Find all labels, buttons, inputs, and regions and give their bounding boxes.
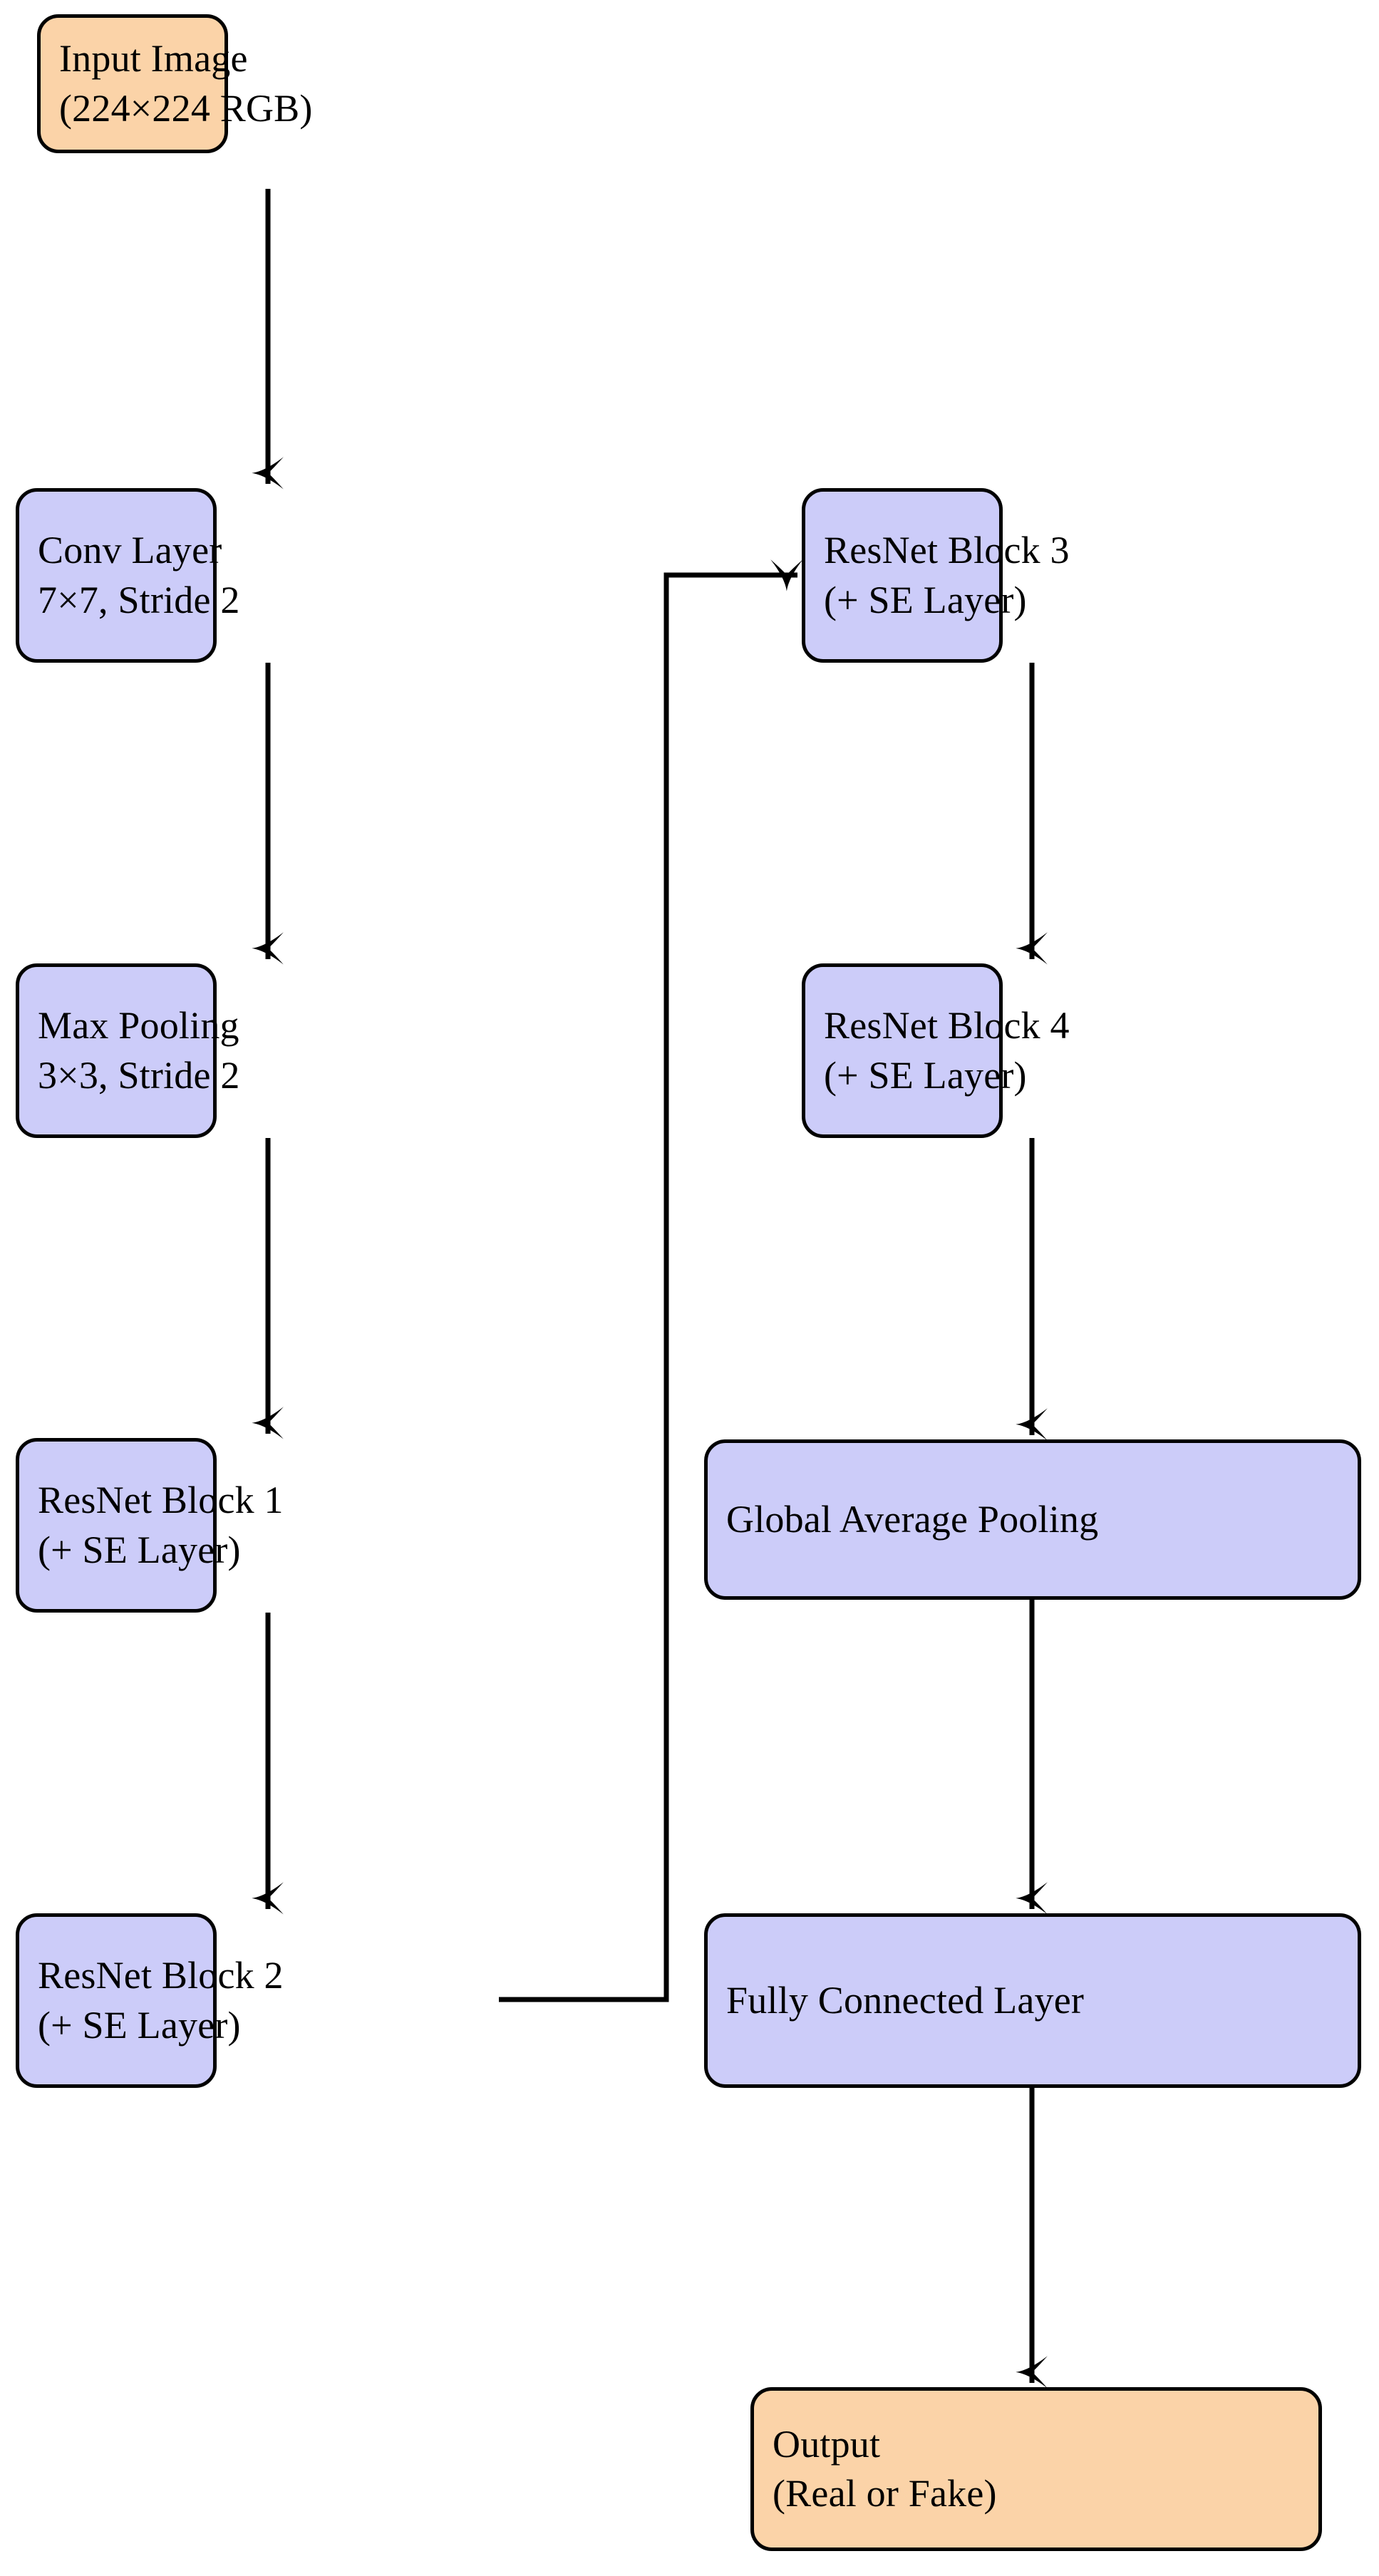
node-max-pooling-line-1: Max Pooling	[38, 1004, 239, 1048]
node-resnet-block-3-line-2: (+ SE Layer)	[824, 578, 1027, 621]
node-conv-layer-line-1: Conv Layer	[38, 529, 222, 572]
node-fully-connected-layer[interactable]: Fully Connected Layer	[704, 1913, 1361, 2088]
node-global-average-pooling[interactable]: Global Average Pooling	[704, 1439, 1361, 1600]
node-resnet-block-4-line-2: (+ SE Layer)	[824, 1053, 1027, 1097]
node-input-image-line-2: (224×224 RGB)	[59, 86, 313, 130]
node-resnet-block-1-line-1: ResNet Block 1	[38, 1479, 284, 1522]
node-max-pooling[interactable]: Max Pooling 3×3, Stride 2	[16, 963, 239, 1138]
node-resnet-block-2[interactable]: ResNet Block 2 (+ SE Layer)	[16, 1913, 284, 2088]
edge-resnet-block-2-to-resnet-block-3	[499, 559, 803, 2002]
node-conv-layer-line-2: 7×7, Stride 2	[38, 578, 240, 621]
node-conv-layer[interactable]: Conv Layer 7×7, Stride 2	[16, 488, 239, 663]
node-fully-connected-layer-line-1: Fully Connected Layer	[726, 1978, 1085, 2022]
node-output-line-1: Output	[773, 2422, 881, 2466]
node-output[interactable]: Output (Real or Fake)	[750, 2387, 1322, 2551]
node-resnet-block-1-line-2: (+ SE Layer)	[38, 1528, 241, 1571]
node-resnet-block-1[interactable]: ResNet Block 1 (+ SE Layer)	[16, 1438, 284, 1613]
node-input-image-line-1: Input Image	[59, 37, 248, 81]
node-resnet-block-3[interactable]: ResNet Block 3 (+ SE Layer)	[802, 488, 1070, 663]
node-resnet-block-3-line-1: ResNet Block 3	[824, 529, 1070, 572]
node-input-image[interactable]: Input Image (224×224 RGB)	[37, 14, 312, 153]
node-resnet-block-2-line-2: (+ SE Layer)	[38, 2003, 241, 2047]
node-resnet-block-4-line-1: ResNet Block 4	[824, 1004, 1070, 1048]
node-output-line-2: (Real or Fake)	[773, 2472, 997, 2515]
node-global-average-pooling-line-1: Global Average Pooling	[726, 1497, 1099, 1541]
node-resnet-block-4[interactable]: ResNet Block 4 (+ SE Layer)	[802, 963, 1070, 1138]
node-max-pooling-line-2: 3×3, Stride 2	[38, 1053, 240, 1097]
node-resnet-block-2-line-1: ResNet Block 2	[38, 1954, 284, 1997]
